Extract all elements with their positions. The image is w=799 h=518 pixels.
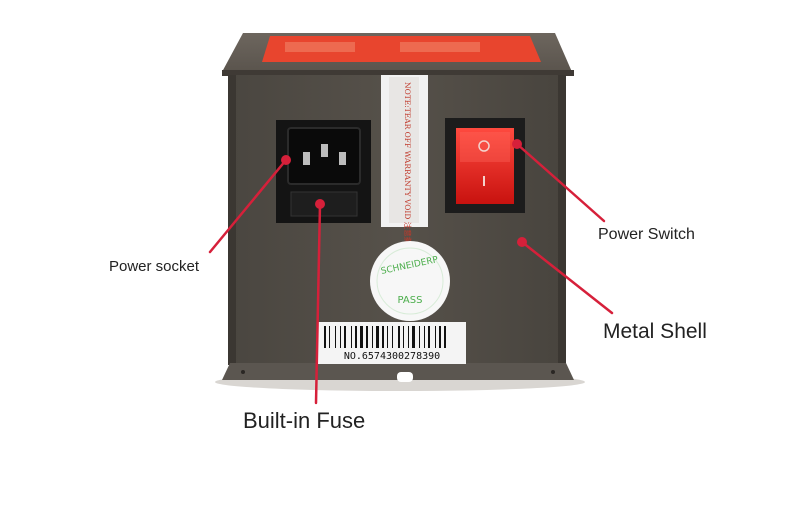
barcode-bars (324, 326, 446, 348)
top-lid (222, 33, 574, 76)
socket-dot (281, 155, 291, 165)
pass-sticker (370, 241, 450, 321)
built-in-fuse-label: Built-in Fuse (243, 408, 366, 433)
power-switch-label: Power Switch (598, 226, 695, 243)
pass-sticker-status: PASS (398, 295, 423, 306)
switch-dot (512, 139, 522, 149)
shell-leader (520, 240, 614, 315)
barcode-number: NO.6574300278390 (344, 351, 440, 362)
power-socket-label: Power socket (109, 258, 200, 275)
metal-shell-label: Metal Shell (603, 320, 707, 343)
socket-leader (208, 158, 288, 254)
warranty-sticker-text: NOTE:TEAR OFF WARRANTY VOID 注意撕掉封条,保修无效 (403, 82, 413, 300)
switch-leader (515, 142, 606, 223)
fuse-dot (315, 199, 325, 209)
annotation-dots (281, 139, 527, 247)
fuse-leader (314, 202, 322, 405)
warranty-sticker (381, 75, 428, 227)
base-flange (222, 363, 574, 380)
shell-dot (517, 237, 527, 247)
power-switch (445, 118, 525, 213)
annotation-lines (208, 142, 614, 405)
